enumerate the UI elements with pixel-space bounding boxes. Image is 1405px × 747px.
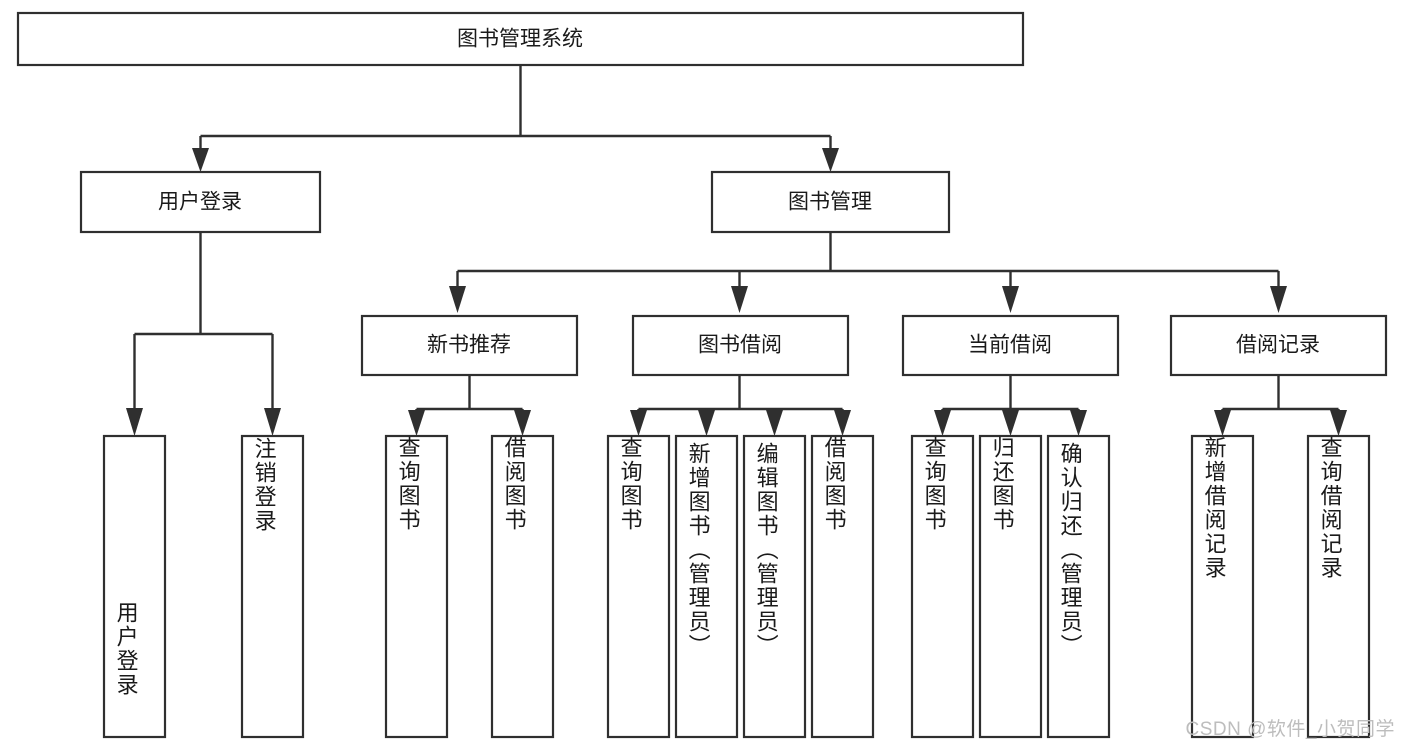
leaf-box-current-borrow-2[interactable]	[978, 434, 1043, 739]
leaf-box-current-borrow-1[interactable]	[910, 434, 975, 739]
node-book-borrow[interactable]: 图书借阅	[631, 314, 850, 377]
leaf-boxes-book-borrow	[606, 434, 875, 739]
leaf-box-book-borrow-4[interactable]	[810, 434, 875, 739]
node-borrow-record[interactable]: 借阅记录	[1169, 314, 1388, 377]
arrow-bookmgmt-to-current-borrow	[1002, 286, 1019, 313]
leaf-box-borrow-record-1[interactable]	[1190, 434, 1255, 739]
leaf-boxes-user-login	[102, 434, 305, 739]
node-current-borrow[interactable]: 当前借阅	[901, 314, 1120, 377]
current-borrow-label: 当前借阅	[968, 334, 1052, 357]
leaf-box-book-borrow-3[interactable]	[742, 434, 807, 739]
arrow-bookborrow-leaf-2	[698, 410, 715, 436]
root-label: 图书管理系统	[457, 28, 583, 51]
leaf-box-user-login-1[interactable]	[102, 434, 167, 739]
new-book-recommend-label: 新书推荐	[427, 334, 511, 357]
leaf-boxes-new-book-recommend	[384, 434, 555, 739]
borrow-record-label: 借阅记录	[1236, 334, 1320, 357]
arrow-bookborrow-leaf-3	[766, 410, 783, 436]
leaf-box-borrow-record-2[interactable]	[1306, 434, 1371, 739]
arrow-userlogin-leaf-1	[126, 408, 143, 436]
user-login-box[interactable]	[79, 170, 322, 234]
book-borrow-box[interactable]	[631, 314, 850, 377]
arrow-bookmgmt-to-borrow-record	[1270, 286, 1287, 313]
current-borrow-box[interactable]	[901, 314, 1120, 377]
node-root-book-management-system[interactable]: 图书管理系统	[16, 11, 1025, 67]
leaf-boxes-current-borrow	[910, 434, 1111, 739]
book-borrow-label: 图书借阅	[698, 334, 782, 357]
arrow-borrowrecord-leaf-1	[1214, 410, 1231, 436]
arrow-newbook-leaf-2	[514, 410, 531, 436]
arrow-root-to-book-mgmt	[822, 148, 839, 172]
arrow-bookmgmt-to-new-book	[449, 286, 466, 313]
leaf-box-new-book-2[interactable]	[490, 434, 555, 739]
leaf-box-user-login-2[interactable]	[240, 434, 305, 739]
leaf-box-book-borrow-1[interactable]	[606, 434, 671, 739]
book-management-box[interactable]	[710, 170, 951, 234]
node-new-book-recommend[interactable]: 新书推荐	[360, 314, 579, 377]
leaf-box-current-borrow-3[interactable]	[1046, 434, 1111, 739]
arrow-userlogin-leaf-2	[264, 408, 281, 436]
leaf-box-book-borrow-2[interactable]	[674, 434, 739, 739]
leaf-boxes-borrow-record	[1190, 434, 1371, 739]
book-management-label: 图书管理	[788, 191, 872, 214]
user-login-label: 用户登录	[158, 191, 242, 214]
node-user-login[interactable]: 用户登录	[79, 170, 322, 234]
arrow-bookborrow-leaf-1	[630, 410, 647, 436]
arrow-root-to-user-login	[192, 148, 209, 172]
arrow-bookborrow-leaf-4	[834, 410, 851, 436]
arrow-newbook-leaf-1	[408, 410, 425, 436]
arrow-bookmgmt-to-book-borrow	[731, 286, 748, 313]
arrow-currentborrow-leaf-2	[1002, 410, 1019, 436]
arrow-borrowrecord-leaf-2	[1330, 410, 1347, 436]
csdn-watermark: CSDN @软件_小贺同学	[1185, 719, 1395, 740]
new-book-recommend-box[interactable]	[360, 314, 579, 377]
leaf-box-new-book-1[interactable]	[384, 434, 449, 739]
arrow-currentborrow-leaf-1	[934, 410, 951, 436]
root-box[interactable]	[16, 11, 1025, 67]
connector-layer	[126, 65, 1347, 436]
borrow-record-box[interactable]	[1169, 314, 1388, 377]
node-book-management[interactable]: 图书管理	[710, 170, 951, 234]
arrow-currentborrow-leaf-3	[1070, 410, 1087, 436]
